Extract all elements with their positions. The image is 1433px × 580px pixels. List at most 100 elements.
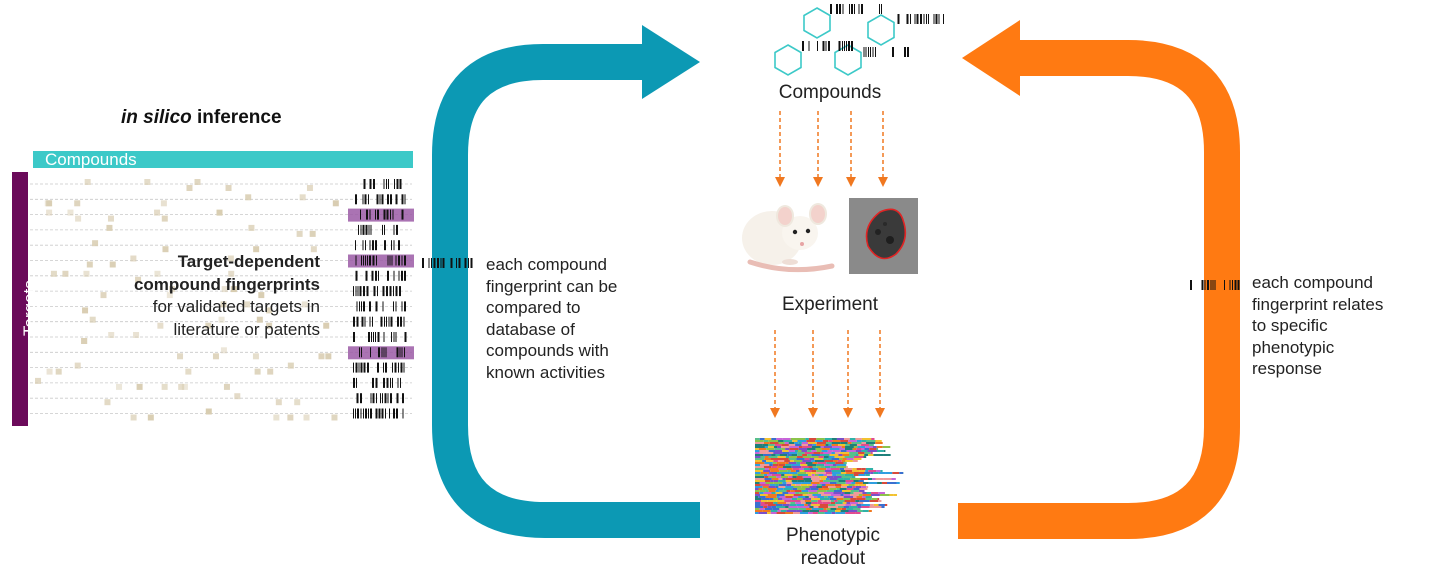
hexagon-icon <box>774 44 802 76</box>
matrix-square <box>310 246 317 253</box>
matrix-square <box>220 301 227 308</box>
targets-label: Targets <box>20 280 39 336</box>
matrix-square <box>218 316 225 323</box>
matrix-square <box>323 322 330 329</box>
matrix-square <box>186 185 193 191</box>
matrix-square <box>245 194 252 201</box>
matrix-square <box>109 261 116 268</box>
matrix-square <box>81 338 88 344</box>
matrix-square <box>160 200 167 207</box>
highlight-mark <box>348 208 414 222</box>
experiment-to-readout-arrows <box>770 330 885 418</box>
left-note-line: each compound <box>486 255 607 274</box>
barcode-icon <box>356 301 406 312</box>
barcode-icon <box>422 258 473 268</box>
cell-microscopy-image <box>849 198 918 274</box>
hexagon-icon <box>803 7 831 39</box>
barcode-icon <box>353 316 405 327</box>
left-note-line: compounds with <box>486 341 609 360</box>
matrix-square <box>107 215 114 222</box>
matrix-square <box>35 377 42 384</box>
matrix-square <box>230 286 237 293</box>
hexagon-icon <box>867 14 895 46</box>
matrix-square <box>253 246 260 253</box>
matrix-square <box>267 368 274 375</box>
barcode-icon <box>802 41 853 51</box>
matrix-square <box>331 414 338 421</box>
matrix-square <box>205 322 212 329</box>
matrix-square <box>275 399 282 406</box>
matrix-square <box>177 353 184 360</box>
barcode-icon <box>358 224 398 235</box>
orange-cycle-arrow <box>958 40 1240 539</box>
matrix-square <box>86 261 93 268</box>
matrix-square <box>309 230 316 237</box>
compounds-label: Compounds <box>778 82 882 103</box>
barcode-icon <box>353 332 407 342</box>
matrix-square <box>234 393 241 400</box>
matrix-square <box>135 276 142 283</box>
matrix-square <box>248 224 255 231</box>
matrix-square <box>161 383 168 390</box>
barcode-icon <box>830 4 882 14</box>
barcode-icon <box>360 209 404 220</box>
barcode-icon <box>353 377 401 388</box>
matrix-square <box>161 215 168 222</box>
matrix-square <box>84 179 91 185</box>
matrix-square <box>318 353 325 360</box>
highlight-mark <box>348 254 414 268</box>
left-note-line: database of <box>486 319 575 339</box>
matrix-square <box>136 383 143 390</box>
barcode-icon <box>353 286 401 297</box>
matrix-square <box>106 224 113 231</box>
matrix-square <box>244 301 251 308</box>
matrix-square <box>154 270 161 277</box>
matrix-square <box>216 209 223 216</box>
compounds-header-bar: Compounds <box>33 150 413 169</box>
matrix-square <box>74 362 81 369</box>
matrix-square <box>104 399 111 406</box>
matrix-square <box>144 179 151 185</box>
matrix-square <box>46 209 53 216</box>
left-note: each compound fingerprint can be compare… <box>486 254 617 383</box>
matrix-square <box>256 316 263 323</box>
matrix-square <box>154 209 161 216</box>
matrix-square <box>100 292 107 299</box>
matrix-square <box>332 200 339 207</box>
matrix-square <box>67 209 74 216</box>
matrix-square <box>46 200 53 207</box>
matrix-square <box>166 292 173 299</box>
matrix-square <box>301 301 308 308</box>
barcode-icon <box>359 347 405 358</box>
matrix-square <box>228 270 235 277</box>
readout-label: Phenotypic readout <box>748 524 918 570</box>
matrix-square <box>306 185 313 191</box>
matrix-square <box>50 270 57 277</box>
barcode-icon <box>356 393 404 404</box>
mouse-image <box>742 203 835 273</box>
matrix-square <box>205 408 212 415</box>
matrix-square <box>325 353 332 360</box>
validated-line2: literature or patents <box>173 319 320 339</box>
matrix-square <box>82 307 89 314</box>
matrix-square <box>130 255 137 262</box>
barcode-icon <box>353 408 404 419</box>
matrix-square <box>225 185 232 191</box>
matrix-square <box>75 215 82 222</box>
matrix-square <box>303 414 310 421</box>
matrix-square <box>133 332 140 338</box>
experiment-label: Experiment <box>781 294 879 315</box>
compounds-header-label: Compounds <box>45 150 137 169</box>
matrix-square <box>147 414 154 421</box>
matrix-square <box>273 414 280 421</box>
matrix-square <box>227 255 234 262</box>
matrix-square <box>116 383 123 390</box>
fingerprint-matrix <box>30 179 414 421</box>
insilico-title-rest: inference <box>191 107 282 128</box>
teal-cycle-arrow <box>432 44 700 538</box>
matrix-square <box>294 399 301 406</box>
teal-arrow-head <box>642 25 700 99</box>
left-note-line: known activities <box>486 362 606 382</box>
matrix-square <box>266 307 273 314</box>
